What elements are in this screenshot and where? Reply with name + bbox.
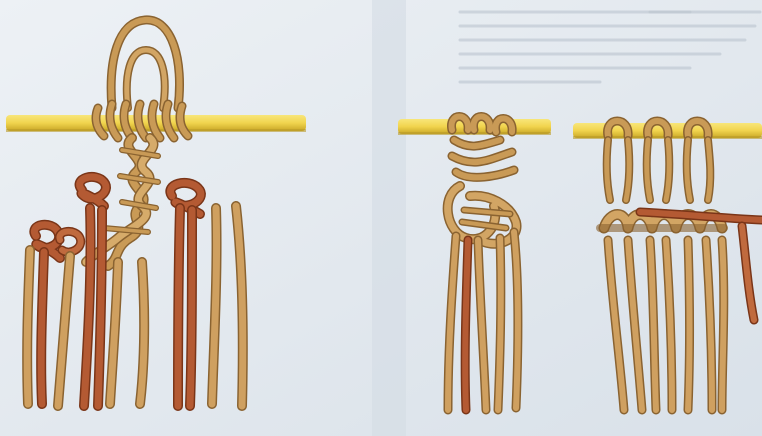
page-gutter bbox=[372, 0, 406, 436]
